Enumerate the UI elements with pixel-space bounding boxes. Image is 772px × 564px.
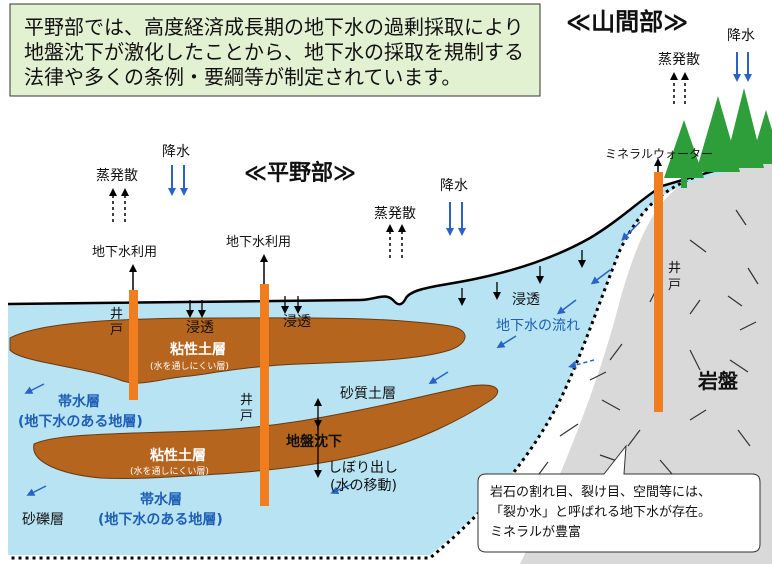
groundwater-use-label-1: 地下水利用 — [92, 245, 157, 260]
plain-evap-label-2: 蒸発散 — [374, 206, 416, 222]
infiltration-label-3: 浸透 — [512, 292, 540, 308]
trees — [664, 88, 772, 188]
sand-layer-label: 砂質土層 — [340, 386, 396, 402]
subsidence-label: 地盤沈下 — [286, 433, 342, 450]
clay-1-label: 粘性土層 — [170, 341, 226, 358]
intro-line-3: 法律や多くの条例・要綱等が制定されています。 — [24, 65, 461, 89]
well-pipe-1 — [129, 290, 138, 400]
well-label-1b: 戸 — [110, 323, 123, 338]
mountain-well-pipe — [654, 172, 663, 412]
clay-2-label: 粘性土層 — [150, 447, 206, 464]
well-pipe-2 — [260, 284, 269, 506]
well-label-1a: 井 — [110, 307, 123, 322]
clay-2-sublabel: (水を通しにくい層) — [130, 465, 209, 477]
well-label-2a: 井 — [240, 393, 253, 408]
mountain-well-label-1: 井 — [668, 261, 681, 276]
aquifer-1-label-b: (地下水のある地層) — [18, 413, 143, 430]
mountain-well-label-2: 戸 — [668, 278, 681, 293]
bedrock-label: 岩盤 — [697, 369, 739, 393]
infiltration-label-2: 浸透 — [283, 314, 311, 330]
mineral-water-label: ミネラルウォーター — [605, 147, 713, 161]
mountain-evap-label: 蒸発散 — [658, 52, 700, 68]
infiltration-label-1: 浸透 — [186, 320, 214, 336]
well-label-2b: 戸 — [240, 409, 253, 424]
aquifer-2-label-a: 帯水層 — [140, 491, 182, 508]
mountain-title: ≪山間部≫ — [566, 8, 688, 36]
intro-box — [9, 3, 541, 97]
bedrock-area — [520, 158, 772, 564]
aquifer-2-label-b: (地下水のある地層) — [98, 511, 223, 528]
mountain-rain-label: 降水 — [727, 28, 755, 44]
plain-title: ≪平野部≫ — [244, 160, 356, 186]
groundwater-flow-label: 地下水の流れ — [496, 318, 580, 334]
plain-rain-label-1: 降水 — [162, 144, 190, 160]
bedrock-note-box — [477, 444, 761, 553]
bedrock-note-line-2: 「裂か水」と呼ばれる地下水が存在。 — [490, 505, 711, 520]
bedrock-note-line-3: ミネラルが豊富 — [490, 524, 581, 540]
intro-line-2: 地盤沈下が激化したことから、地下水の採取を規制する — [24, 40, 524, 64]
bedrock-cracks — [535, 209, 759, 479]
infiltration-arrows — [186, 250, 586, 318]
squeeze-label-b: (水の移動) — [330, 478, 397, 494]
ground-surface — [7, 156, 772, 306]
clay-layer-1 — [9, 317, 466, 384]
squeeze-label-a: しぼり出し — [328, 460, 398, 476]
plain-rain-label-2: 降水 — [440, 178, 468, 194]
gravel-label: 砂礫層 — [22, 512, 64, 528]
groundwater-use-label-2: 地下水利用 — [226, 235, 291, 250]
plain-evap-label-1: 蒸発散 — [96, 168, 138, 184]
groundwater-flow-arrows — [24, 221, 641, 496]
aquifer-1-label-a: 帯水層 — [58, 393, 100, 410]
intro-line-1: 平野部では、高度経済成長期の地下水の過剰採取により — [24, 15, 524, 39]
clay-1-sublabel: (水を通しにくい層) — [150, 360, 229, 372]
bedrock-note-line-1: 岩石の割れ目、裂け目、空間等には、 — [490, 484, 711, 500]
